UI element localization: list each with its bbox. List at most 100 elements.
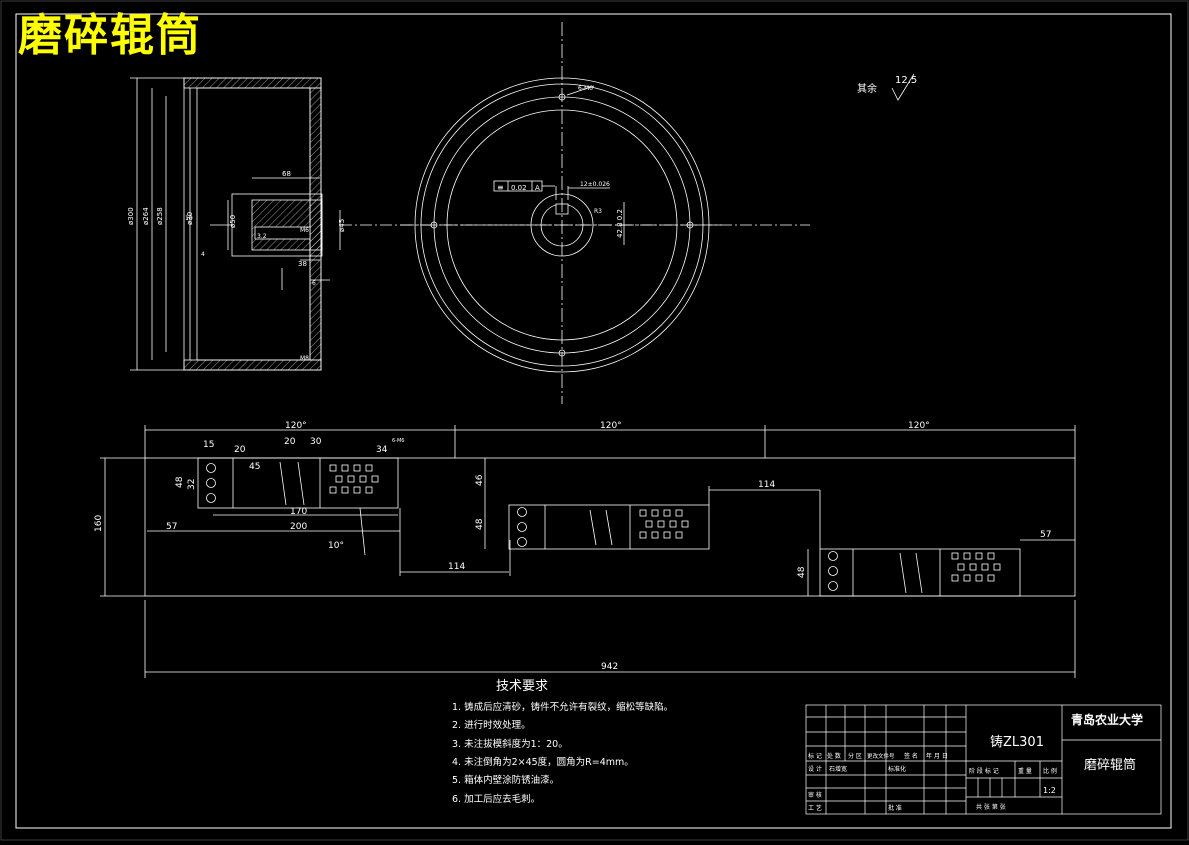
dim-160: 160: [94, 515, 104, 532]
grinding-tooth: [951, 574, 959, 582]
grinding-tooth: [681, 520, 689, 528]
drawing-title: 磨碎辊筒: [18, 10, 202, 61]
keyway-depth: 42.8 0.2: [616, 209, 624, 238]
title-block: [805, 704, 1162, 815]
design-label: 设 计: [808, 765, 822, 773]
dim-d258: ø258: [156, 207, 164, 225]
tech-item-6: 6. 加工后应去毛刺。: [452, 793, 540, 805]
grinding-tooth: [353, 464, 361, 472]
scale-header: 比 例: [1043, 767, 1057, 775]
tol-datum: A: [535, 184, 540, 192]
grinding-tooth: [963, 574, 971, 582]
tech-requirements: 技术要求 1. 铸成后应清砂，铸件不允许有裂纹，缩松等缺陷。 2. 进行时效处理…: [452, 679, 673, 805]
dim-20b: 20: [284, 437, 296, 447]
tb-row-3: 更改文件号: [867, 752, 895, 760]
dim-48-left: 48: [175, 476, 185, 488]
dim-6: 6: [312, 280, 316, 287]
surface-note-label: 其余: [857, 82, 877, 95]
tech-item-4: 4. 未注倒角为2×45度，圆角为R=4mm。: [452, 756, 634, 768]
section-dims: ø300 ø264 ø258 ø30 ø50 ø45 68 10 38 6 3.…: [127, 170, 346, 362]
std-label: 标准化: [888, 765, 906, 773]
dim-32-left: 32: [187, 479, 197, 490]
grinding-tooth: [669, 520, 677, 528]
grinding-tooth: [981, 563, 989, 571]
dim-d30: ø30: [186, 212, 194, 225]
grinding-tooth: [987, 574, 995, 582]
tol-symbol: ≡: [497, 183, 504, 192]
tb-row-0: 标 记: [808, 752, 822, 760]
dim-46: 46: [475, 474, 485, 486]
grinding-tooth: [675, 531, 683, 539]
dim-170: 170: [290, 507, 307, 517]
dim-57-right: 57: [1040, 530, 1051, 540]
title-block-text: 青岛农业大学 磨碎辊筒 铸ZL301 1:2 标 记 处 数 分 区 更改文件号…: [808, 712, 1143, 812]
dim-20a: 20: [234, 445, 246, 455]
bolt-hole: [206, 493, 216, 503]
sheet-text: 共 张 第 张: [976, 803, 1006, 811]
tech-item-1: 1. 铸成后应清砂，铸件不允许有裂纹，缩松等缺陷。: [452, 701, 673, 713]
grinding-tooth: [341, 486, 349, 494]
angle-2: 120°: [600, 421, 622, 431]
drill-note: 6-M6: [392, 438, 404, 444]
keyway-dim: 12±0.026: [580, 181, 610, 188]
tb-row-2: 分 区: [848, 752, 862, 760]
grinding-tooth: [675, 509, 683, 517]
grinding-tooth: [371, 475, 379, 483]
section-view: [130, 77, 810, 371]
bolt-hole: [517, 537, 527, 547]
bolt-hole: [206, 463, 216, 473]
dim-m6: M6: [300, 227, 309, 234]
bolt-hole: [517, 522, 527, 532]
process-label: 工 艺: [808, 804, 822, 812]
dim-d264: ø264: [142, 207, 150, 225]
grinding-tooth: [651, 531, 659, 539]
dim-30: 30: [310, 437, 322, 447]
surface-note: 其余 12.5: [857, 73, 917, 101]
dim-d300: ø300: [127, 207, 135, 225]
dim-3-2: 3.2: [257, 233, 267, 240]
dim-10deg: 10°: [328, 541, 344, 551]
grinding-tooth: [365, 464, 373, 472]
dim-38: 38: [298, 260, 307, 268]
grinding-tooth: [651, 509, 659, 517]
development-holes: [206, 463, 1001, 591]
development-dims: 120° 120° 120° 15 20 20 30 34 45 48 32 1…: [94, 421, 1051, 672]
tech-heading: 技术要求: [496, 679, 548, 694]
tol-value: 0.02: [511, 184, 527, 192]
bolt-hole: [828, 551, 838, 561]
part-name: 磨碎辊筒: [1084, 757, 1136, 773]
tech-item-5: 5. 箱体内壁涂防锈油漆。: [452, 774, 559, 786]
grinding-tooth: [657, 520, 665, 528]
angle-1: 120°: [285, 421, 307, 431]
grinding-tooth: [639, 531, 647, 539]
dim-d45: ø45: [338, 219, 346, 232]
dim-57-left: 57: [166, 522, 177, 532]
circle-dims: ≡ 0.02 A 12±0.026 42.8 0.2 6-M6 R3: [497, 85, 624, 238]
dim-d50: ø50: [229, 215, 237, 228]
grinding-tooth: [663, 531, 671, 539]
dim-34: 34: [376, 445, 388, 455]
material: 铸ZL301: [990, 734, 1044, 750]
development-view: [100, 425, 1076, 678]
grinding-tooth: [963, 552, 971, 560]
dim-m8: M8: [300, 355, 309, 362]
dim-68: 68: [282, 170, 291, 178]
bolt-hole: [828, 581, 838, 591]
approve-label: 批 准: [888, 804, 902, 812]
grinding-tooth: [329, 464, 337, 472]
angle-3: 120°: [908, 421, 930, 431]
tech-item-3: 3. 未注拔模斜度为1：20。: [452, 738, 568, 750]
bolt-hole: [828, 566, 838, 576]
dim-114-seg2: 114: [448, 562, 465, 572]
dim-48-seg2: 48: [475, 518, 485, 530]
grinding-tooth: [347, 475, 355, 483]
dim-15: 15: [203, 440, 214, 450]
dim-942: 942: [601, 662, 618, 672]
grinding-tooth: [987, 552, 995, 560]
tb-row-1: 处 数: [827, 752, 841, 760]
hole-callout: 6-M6: [578, 85, 593, 92]
check-label: 审 核: [808, 791, 822, 799]
